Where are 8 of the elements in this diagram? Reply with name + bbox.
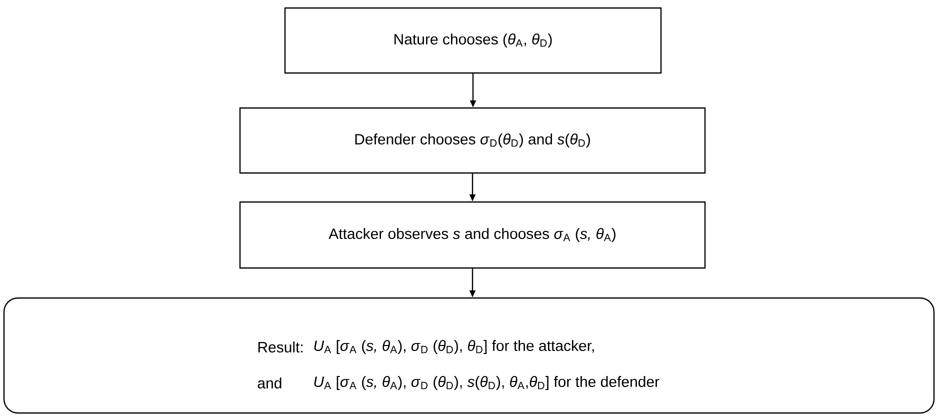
result-text: U$_{A}$ [σ$_{A}$ (s, θ$_{A}$), σ$_{D}$ (θ$_{D}$), θ$_{D}$] for the attacker, (314, 340, 594, 354)
result-text: and (258, 378, 282, 388)
result-text: U$_{A}$ [σ$_{A}$ (s, θ$_{A}$), σ$_{D}$ (θ$_{D}$), s(θ$_{D}$), θ$_{A}$,θ$_{D}$] for the defender (314, 376, 660, 390)
process-box: Attacker observes s and chooses σ$_{A}$ (s, θ$_{A}$) (239, 201, 706, 269)
result-box (3, 297, 935, 414)
process-box: Defender chooses σ$_{D}$(θ$_{D}$) and s(θ$_{D}$) (239, 107, 706, 174)
result-text: Result: (258, 342, 302, 352)
process-box: Nature chooses (θ$_{A}$, θ$_{D}$) (284, 7, 662, 74)
